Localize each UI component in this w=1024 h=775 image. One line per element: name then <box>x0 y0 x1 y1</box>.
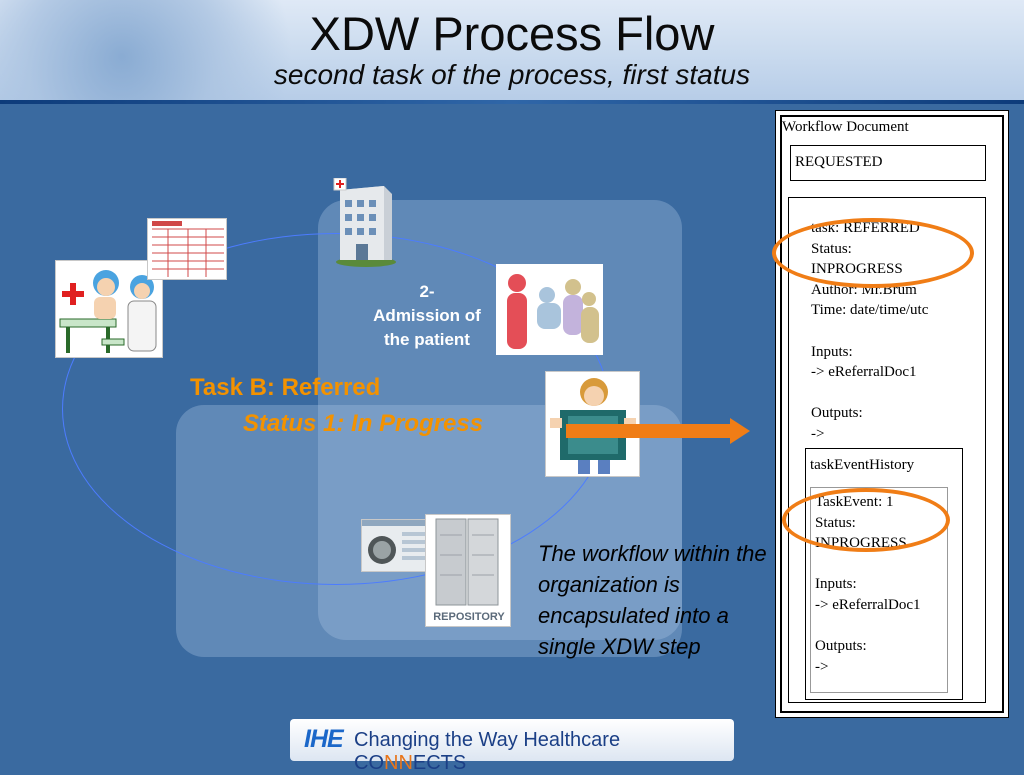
hospital-icon <box>330 177 402 268</box>
document-status-box: REQUESTED <box>790 145 986 181</box>
task-inputs-label: Inputs: <box>811 343 853 360</box>
tagline-nn: NN <box>384 752 413 774</box>
task-event-outputs-label: Outputs: <box>815 638 867 655</box>
slide-subtitle: second task of the process, first status <box>273 59 751 90</box>
task-event-inputs-label: Inputs: <box>815 576 857 593</box>
repository-label: REPOSITORY <box>433 611 505 623</box>
task-event-history-title: taskEventHistory <box>810 457 915 473</box>
ihe-logo: IHE <box>304 725 344 754</box>
spacer <box>811 321 928 342</box>
spacer <box>815 554 920 575</box>
task-outputs-label: Outputs: <box>811 405 863 422</box>
task-label: Task B: Referred <box>190 374 381 401</box>
workflow-document-title: Workflow Document <box>782 119 909 135</box>
header-divider <box>0 100 1024 104</box>
task-outputs-value: -> <box>811 425 825 442</box>
encapsulation-note: The workflow within the organization is … <box>538 541 767 659</box>
ihe-logo-text: IHE <box>304 725 344 753</box>
step-label: 2- Admission of the patient <box>373 282 481 349</box>
spacer <box>815 616 920 637</box>
repository-server-icon: REPOSITORY <box>425 514 511 627</box>
task-status-highlight <box>772 218 974 288</box>
globe-decoration <box>0 0 320 100</box>
workflow-document: Workflow Document REQUESTED task: REFERR… <box>775 110 1009 718</box>
slide-header: XDW Process Flow second task of the proc… <box>0 0 1024 100</box>
workflow-document-frame <box>780 115 1004 713</box>
footer-banner: IHE Changing the Way Healthcare CONNECTS <box>290 719 734 774</box>
task-inputs-value: -> eReferralDoc1 <box>811 364 917 381</box>
people-icon <box>496 264 603 355</box>
doctor-patient-icon <box>55 260 163 358</box>
task-event-history-box: taskEventHistory TaskEvent: 1 Status: IN… <box>805 448 963 700</box>
event-status-highlight <box>782 488 950 552</box>
tagline-start: Changing the Way Healthcare <box>354 729 621 751</box>
slide-title: XDW Process Flow <box>309 7 715 60</box>
task-time: Time: date/time/utc <box>811 302 929 319</box>
tagline-co: CO <box>354 752 384 774</box>
spacer <box>811 383 928 404</box>
arrow-head <box>730 418 750 444</box>
task-event-inputs-value: -> eReferralDoc1 <box>815 596 921 613</box>
status-label: Status 1: In Progress <box>243 410 484 437</box>
footer-tagline: Changing the Way Healthcare CONNECTS <box>354 729 734 775</box>
document-status: REQUESTED <box>795 154 883 170</box>
tagline-ects: ECTS <box>412 752 467 774</box>
arrow-right-icon <box>566 424 736 438</box>
medical-form-icon <box>147 218 227 280</box>
task-event-outputs-value: -> <box>815 658 829 675</box>
